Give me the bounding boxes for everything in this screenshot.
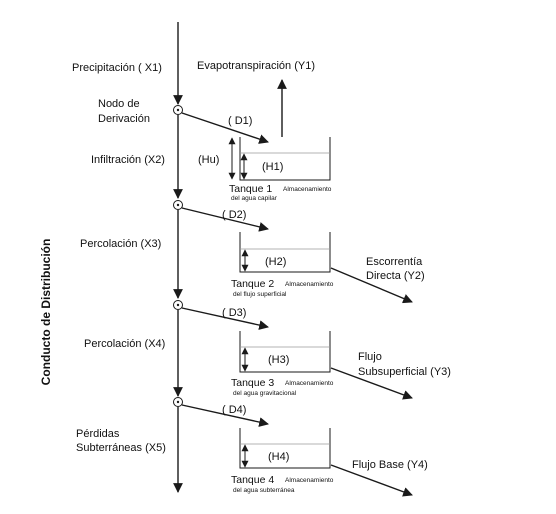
- outflow-y4-label: Flujo Base (Y4): [352, 459, 428, 471]
- tank-2: [239, 232, 331, 273]
- derivation-label-d2: ( D2): [222, 209, 246, 221]
- derivation-label-d3: ( D3): [222, 307, 246, 319]
- tank-4-h-label: (H4): [268, 451, 289, 463]
- evapotranspiration-label: Evapotranspiración (Y1): [197, 60, 315, 72]
- tank-3-title: Tanque 3: [231, 377, 274, 389]
- derivation-arrow-4: [181, 404, 269, 427]
- tank-2-desc-line1: Almacenamiento: [285, 281, 334, 288]
- outflow-y3-line2: Subsuperficial (Y3): [358, 366, 451, 378]
- derivation-label-d1: ( D1): [228, 115, 252, 127]
- tank-1: [228, 137, 331, 181]
- derivation-node-1: [173, 105, 183, 115]
- tank-1-desc-line2: del agua capilar: [231, 195, 278, 202]
- tank-2-h-label: (H2): [265, 256, 286, 268]
- tank-3-desc-line2: del agua gravitacional: [233, 390, 297, 397]
- infiltration-label: Infiltración (X2): [91, 154, 165, 166]
- hu-label: (Hu): [198, 154, 219, 166]
- tank-3: [239, 331, 331, 373]
- derivation-label-d4: ( D4): [222, 404, 246, 416]
- outflow-arrow-y2: [330, 267, 413, 304]
- outflow-arrow-y3: [330, 367, 413, 400]
- derivation-arrow-2: [181, 207, 269, 232]
- tank-3-h-label: (H3): [268, 354, 289, 366]
- tank-1-h-label: (H1): [262, 161, 283, 173]
- derivation-arrow-3: [181, 307, 269, 330]
- outflow-arrow-y4: [330, 464, 413, 497]
- outflow-y2-line1: Escorrentía: [366, 256, 423, 268]
- node-label-line1: Nodo de: [98, 98, 140, 110]
- node-label-line2: Derivación: [98, 113, 150, 125]
- tank-1-title: Tanque 1: [229, 183, 272, 195]
- outflow-y2-line2: Directa (Y2): [366, 270, 425, 282]
- derivation-node-2: [173, 200, 183, 210]
- percolation-x4-label: Percolación (X4): [84, 338, 165, 350]
- tank-3-desc-line1: Almacenamiento: [285, 380, 334, 387]
- tank-4-title: Tanque 4: [231, 474, 274, 486]
- derivation-arrow-1: [181, 112, 269, 144]
- losses-label-line2: Subterráneas (X5): [76, 442, 166, 454]
- outflow-y3-line1: Flujo: [358, 351, 382, 363]
- tank-1-desc-line1: Almacenamiento: [283, 186, 332, 193]
- precipitation-label: Precipitación ( X1): [72, 62, 162, 74]
- distribution-conduit-label: Conducto de Distribución: [39, 239, 53, 386]
- tank-4-desc-line1: Almacenamiento: [285, 477, 334, 484]
- tank-2-desc-line2: del flujo superficial: [233, 291, 287, 298]
- percolation-x3-label: Percolación (X3): [80, 238, 161, 250]
- tank-2-title: Tanque 2: [231, 278, 274, 290]
- derivation-node-3: [173, 300, 183, 310]
- losses-label-line1: Pérdidas: [76, 428, 120, 440]
- tank-4: [239, 428, 331, 469]
- tank-4-desc-line2: del agua subterránea: [233, 487, 295, 494]
- derivation-node-4: [173, 397, 183, 407]
